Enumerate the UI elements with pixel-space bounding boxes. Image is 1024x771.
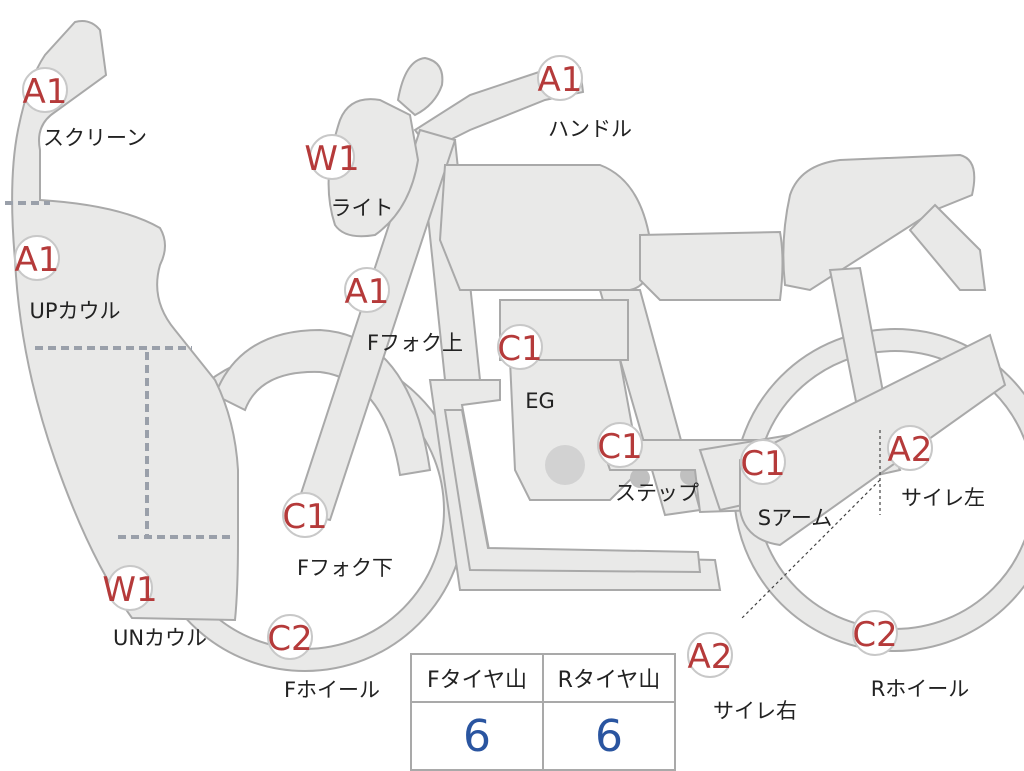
part-light: W1 ライト — [304, 134, 394, 220]
part-muffler-right: A2 サイレ右 — [687, 632, 797, 723]
tire-tread-table: Fタイヤ山 Rタイヤ山 6 6 — [410, 653, 676, 771]
grade-step: C1 — [597, 427, 642, 467]
part-f-wheel: C2 Fホイール — [267, 614, 380, 702]
label-step: ステップ — [615, 481, 699, 505]
label-screen: スクリーン — [43, 126, 147, 150]
grade-un-cowl: W1 — [102, 570, 157, 610]
grade-muffler-right: A2 — [688, 637, 733, 677]
label-f-fork-lower: Fフォク下 — [297, 556, 393, 580]
cowl-shape — [11, 20, 239, 622]
tread-header-row: Fタイヤ山 Rタイヤ山 — [410, 653, 676, 703]
label-r-wheel: Rホイール — [871, 677, 970, 701]
part-f-fork-lower: C1 Fフォク下 — [282, 492, 393, 580]
cowl-dividers — [5, 201, 235, 539]
label-up-cowl: UPカウル — [29, 299, 120, 323]
part-muffler-left: A2 サイレ左 — [887, 425, 985, 510]
part-r-wheel: C2 Rホイール — [852, 610, 970, 701]
grade-engine: C1 — [497, 329, 542, 369]
side-cover-shape — [639, 230, 784, 301]
tread-value-row: 6 6 — [410, 701, 676, 771]
grade-r-wheel: C2 — [852, 615, 897, 655]
fuel-tank-shape — [438, 164, 652, 291]
grade-muffler-left: A2 — [888, 430, 933, 470]
part-screen: A1 スクリーン — [22, 67, 147, 150]
label-muffler-right: サイレ右 — [713, 699, 797, 723]
part-swing-arm: C1 Sアーム — [740, 439, 832, 530]
front-tread-value: 6 — [410, 701, 544, 771]
label-un-cowl: UNカウル — [113, 626, 207, 650]
mirror-shape — [396, 56, 444, 117]
front-tread-header: Fタイヤ山 — [410, 653, 544, 703]
grade-f-wheel: C2 — [267, 619, 312, 659]
label-swing-arm: Sアーム — [758, 506, 832, 530]
grade-screen: A1 — [23, 72, 68, 112]
tail-shape — [908, 203, 987, 291]
grade-swing-arm: C1 — [740, 444, 785, 484]
part-engine: C1 EG — [497, 324, 555, 413]
part-step: C1 ステップ — [597, 422, 699, 505]
label-handle: ハンドル — [548, 117, 632, 141]
part-un-cowl: W1 UNカウル — [102, 565, 207, 650]
label-f-fork-upper: Fフォク上 — [367, 331, 463, 355]
rear-tread-header: Rタイヤ山 — [542, 653, 676, 703]
part-f-fork-upper: A1 Fフォク上 — [344, 267, 463, 355]
muffler-right-leader — [739, 479, 881, 621]
headlight-shape — [327, 98, 420, 238]
grade-f-fork-lower: C1 — [282, 497, 327, 537]
label-f-wheel: Fホイール — [284, 678, 380, 702]
grade-handle: A1 — [538, 60, 583, 100]
label-light: ライト — [331, 196, 394, 220]
front-fork-shape — [293, 128, 457, 522]
label-muffler-left: サイレ左 — [901, 486, 985, 510]
grade-up-cowl: A1 — [15, 240, 60, 280]
frame-lower-shape — [443, 409, 702, 574]
grade-f-fork-upper: A1 — [345, 272, 390, 312]
grade-light: W1 — [304, 139, 359, 179]
label-engine: EG — [525, 389, 555, 413]
rear-tread-value: 6 — [542, 701, 676, 771]
part-up-cowl: A1 UPカウル — [14, 235, 121, 323]
seat-shape — [782, 153, 976, 292]
part-handle: A1 ハンドル — [537, 55, 632, 141]
